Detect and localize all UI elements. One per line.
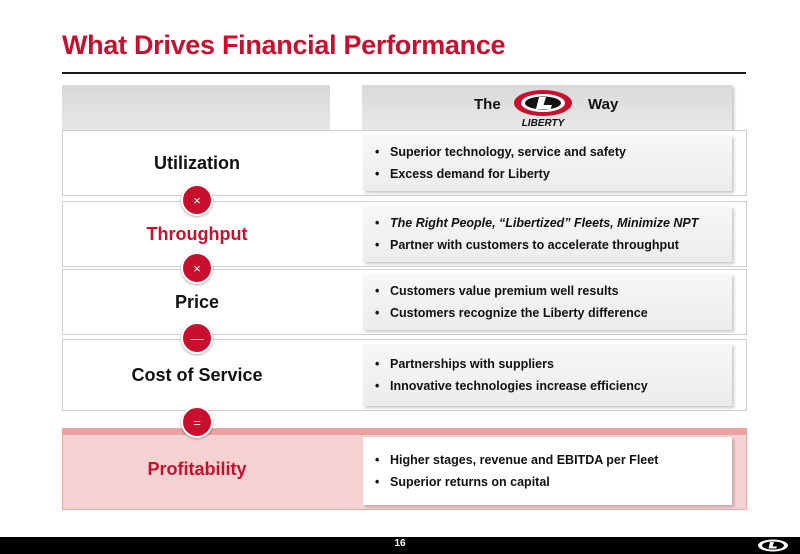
bullet-dot: • <box>375 167 380 181</box>
bullet-item: •Superior returns on capital <box>375 475 550 489</box>
bullet-item: •Customers value premium well results <box>375 284 619 298</box>
minus-icon: — <box>181 322 213 354</box>
row-label: Utilization <box>154 152 240 173</box>
row-label: Price <box>174 291 220 312</box>
bullet-item: •Higher stages, revenue and EBITDA per F… <box>375 453 659 467</box>
row-label: Profitability <box>147 458 247 479</box>
bullet-dot: • <box>375 453 380 467</box>
bullet-dot: • <box>375 238 380 252</box>
row-label: Cost of Service <box>131 364 263 385</box>
bullet-item: •The Right People, “Libertized” Fleets, … <box>375 216 699 230</box>
bullet-item: •Innovative technologies increase effici… <box>375 379 648 393</box>
row-bullets: •Customers value premium well results •C… <box>363 274 732 330</box>
row-throughput: Throughput •The Right People, “Libertize… <box>62 201 747 267</box>
row-bullets: •Partnerships with suppliers •Innovative… <box>363 344 732 406</box>
multiply-icon: × <box>181 252 213 284</box>
bullet-dot: • <box>375 216 380 230</box>
left-column-header <box>62 85 330 130</box>
header-way-text: Way <box>588 96 619 113</box>
bullet-item: •Excess demand for Liberty <box>375 167 550 181</box>
bullet-item: •Customers recognize the Liberty differe… <box>375 306 648 320</box>
footer-bar: 16 <box>0 537 800 554</box>
row-bullets: •Superior technology, service and safety… <box>363 135 732 191</box>
liberty-footer-logo-icon <box>758 539 788 552</box>
row-label: Throughput <box>146 223 248 244</box>
bullet-item: •Partner with customers to accelerate th… <box>375 238 679 252</box>
multiply-icon: × <box>181 184 213 216</box>
bullet-item: •Superior technology, service and safety <box>375 145 626 159</box>
bullet-dot: • <box>375 475 380 489</box>
bullet-dot: • <box>375 284 380 298</box>
row-cost-of-service: Cost of Service •Partnerships with suppl… <box>62 339 747 411</box>
liberty-logo: LIBERTY <box>514 90 572 128</box>
title-underline <box>62 72 746 74</box>
row-price: Price •Customers value premium well resu… <box>62 269 747 335</box>
bullet-dot: • <box>375 145 380 159</box>
row-bullets: •Higher stages, revenue and EBITDA per F… <box>363 437 732 505</box>
equals-icon: = <box>181 406 213 438</box>
header-the-text: The <box>474 96 501 113</box>
page-number: 16 <box>394 538 406 549</box>
row-utilization: Utilization •Superior technology, servic… <box>62 130 747 196</box>
bullet-dot: • <box>375 357 380 371</box>
bullet-item: •Partnerships with suppliers <box>375 357 554 371</box>
svg-text:LIBERTY: LIBERTY <box>522 118 566 128</box>
bullet-dot: • <box>375 379 380 393</box>
page-title: What Drives Financial Performance <box>62 30 506 60</box>
row-bullets: •The Right People, “Libertized” Fleets, … <box>363 206 732 262</box>
row-profitability: Profitability •Higher stages, revenue an… <box>62 428 747 510</box>
liberty-way-header: The LIBERTY Way <box>362 85 732 130</box>
bullet-dot: • <box>375 306 380 320</box>
